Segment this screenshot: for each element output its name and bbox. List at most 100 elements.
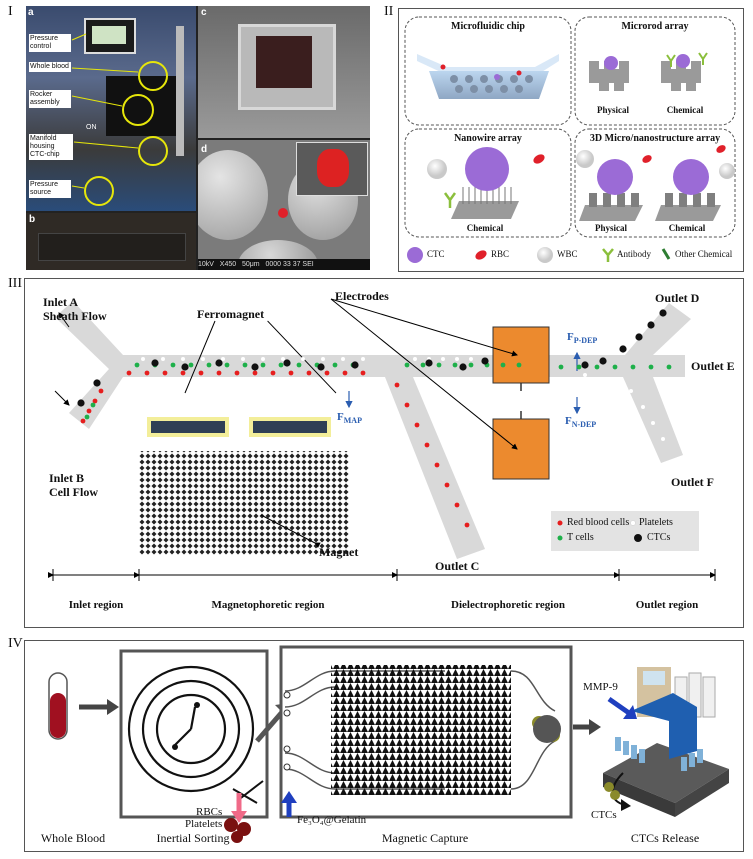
t-cell	[260, 362, 266, 368]
sublabel-c: c	[201, 7, 207, 18]
rbc-cell	[306, 370, 312, 376]
platelet	[641, 405, 645, 409]
panel-2: Microfluidic chip Microrod array Physica…	[398, 8, 744, 272]
t-cell	[134, 362, 140, 368]
ctc-cell	[599, 357, 607, 365]
sub-chemical: Chemical	[668, 223, 706, 233]
device-photo: a ON Pressure control Whole blood Rocker…	[26, 6, 196, 211]
legend-platelet-text: Platelets	[639, 517, 673, 528]
outlet-f-label: Outlet F	[671, 475, 714, 489]
t-cell	[436, 362, 442, 368]
platelet	[661, 437, 665, 441]
ctc-cell	[581, 361, 589, 369]
t-cell	[666, 364, 672, 370]
t-cell	[630, 364, 636, 370]
t-cell	[84, 414, 90, 420]
t-cell	[296, 362, 302, 368]
on-label: ON	[86, 124, 97, 131]
separation-diagram	[48, 298, 716, 581]
outlet-d-channel	[625, 303, 691, 355]
legend-tcell-dot	[557, 535, 563, 541]
ferromagnet-label: Ferromagnet	[197, 307, 265, 321]
platelet	[583, 373, 587, 377]
callout-rocker-assembly: Rocker assembly	[29, 90, 71, 108]
ctc-cell	[647, 321, 655, 329]
legend-wbc: WBC	[557, 249, 578, 259]
pressure-gauge	[84, 18, 136, 54]
outlet-f-channel	[623, 377, 683, 463]
box-microfluidic	[404, 16, 572, 126]
platelet	[181, 357, 185, 361]
captured-cell	[278, 208, 288, 218]
region-magnetophoretic: Magnetophoretic region	[211, 599, 325, 611]
highlight-circle	[138, 61, 168, 91]
sub-chemical: Chemical	[666, 105, 704, 115]
f-ndep-label: FN-DEP	[565, 415, 597, 430]
rbc-cell	[126, 370, 132, 376]
box-nanowire	[404, 128, 572, 238]
platelet	[455, 357, 459, 361]
legend-rbc-dot	[557, 520, 563, 526]
t-cell	[594, 364, 600, 370]
capture-array	[331, 665, 511, 795]
callout-whole-blood: Whole blood	[29, 62, 71, 72]
platelet	[161, 357, 165, 361]
t-cell	[224, 362, 230, 368]
t-cell	[206, 362, 212, 368]
legend-box	[551, 511, 699, 551]
legend-tcell-text: T cells	[567, 532, 594, 543]
legend-antibody-icon	[602, 248, 614, 262]
electrode-top	[492, 326, 550, 384]
ctc-cell	[425, 359, 433, 367]
panel-label-3: III	[8, 276, 22, 291]
platelet	[261, 357, 265, 361]
platelet	[301, 357, 305, 361]
outlet-c-label: Outlet C	[435, 559, 480, 573]
rbc-cell	[394, 382, 400, 388]
ctc-cell	[151, 359, 159, 367]
panel-2-diagram	[404, 16, 736, 263]
t-cell	[648, 364, 654, 370]
gelatin-label: Fe₃O₄@Gelatin	[297, 814, 367, 826]
rbc-cell	[180, 370, 186, 376]
ctc-cell-nanowire	[465, 147, 509, 191]
t-cell	[170, 362, 176, 368]
legend-other-chemical: Other Chemical	[675, 249, 733, 259]
ctc-cell	[459, 363, 467, 371]
outlet-e-label: Outlet E	[691, 359, 735, 373]
panel-label-4: IV	[8, 636, 23, 651]
t-cell	[188, 362, 194, 368]
legend-platelet-dot	[630, 520, 636, 526]
t-cell	[404, 362, 410, 368]
callout-manifold: Manifold housing CTC-chip	[29, 134, 73, 160]
platelet	[609, 381, 613, 385]
region-inlet: Inlet region	[68, 599, 124, 611]
legend-wbc-icon	[537, 247, 553, 263]
rbc-cell	[270, 370, 276, 376]
rbc-cell	[414, 422, 420, 428]
ctc-cell	[635, 333, 643, 341]
rbc-cell	[342, 370, 348, 376]
ctc-cell	[351, 361, 359, 369]
electrode-bottom	[492, 418, 550, 480]
legend-rbc-icon	[475, 250, 487, 260]
callout-pressure-source: Pressure source	[29, 180, 71, 198]
region-outlet: Outlet region	[635, 599, 699, 611]
t-cell	[278, 362, 284, 368]
rbc-cell	[444, 482, 450, 488]
sem-photo: d 10kV X450 50μm 0000 33 37 SEI	[198, 140, 370, 270]
panel-3: Inlet A Sheath Flow Inlet B Cell Flow Fe…	[24, 278, 744, 628]
rbc-cell	[144, 370, 150, 376]
electrodes-label: Electrodes	[335, 289, 389, 303]
legend-ctc-icon	[407, 247, 423, 263]
ctc-cell	[215, 359, 223, 367]
rbc-cell	[324, 370, 330, 376]
sub-chemical: Chemical	[466, 223, 504, 233]
platelet	[141, 357, 145, 361]
legend-chemical-icon	[661, 248, 671, 260]
rbc-cell	[434, 462, 440, 468]
magnet-label: Magnet	[319, 545, 359, 559]
rbc-cell	[92, 398, 98, 404]
sublabel-a: a	[28, 7, 34, 18]
platelet	[441, 357, 445, 361]
